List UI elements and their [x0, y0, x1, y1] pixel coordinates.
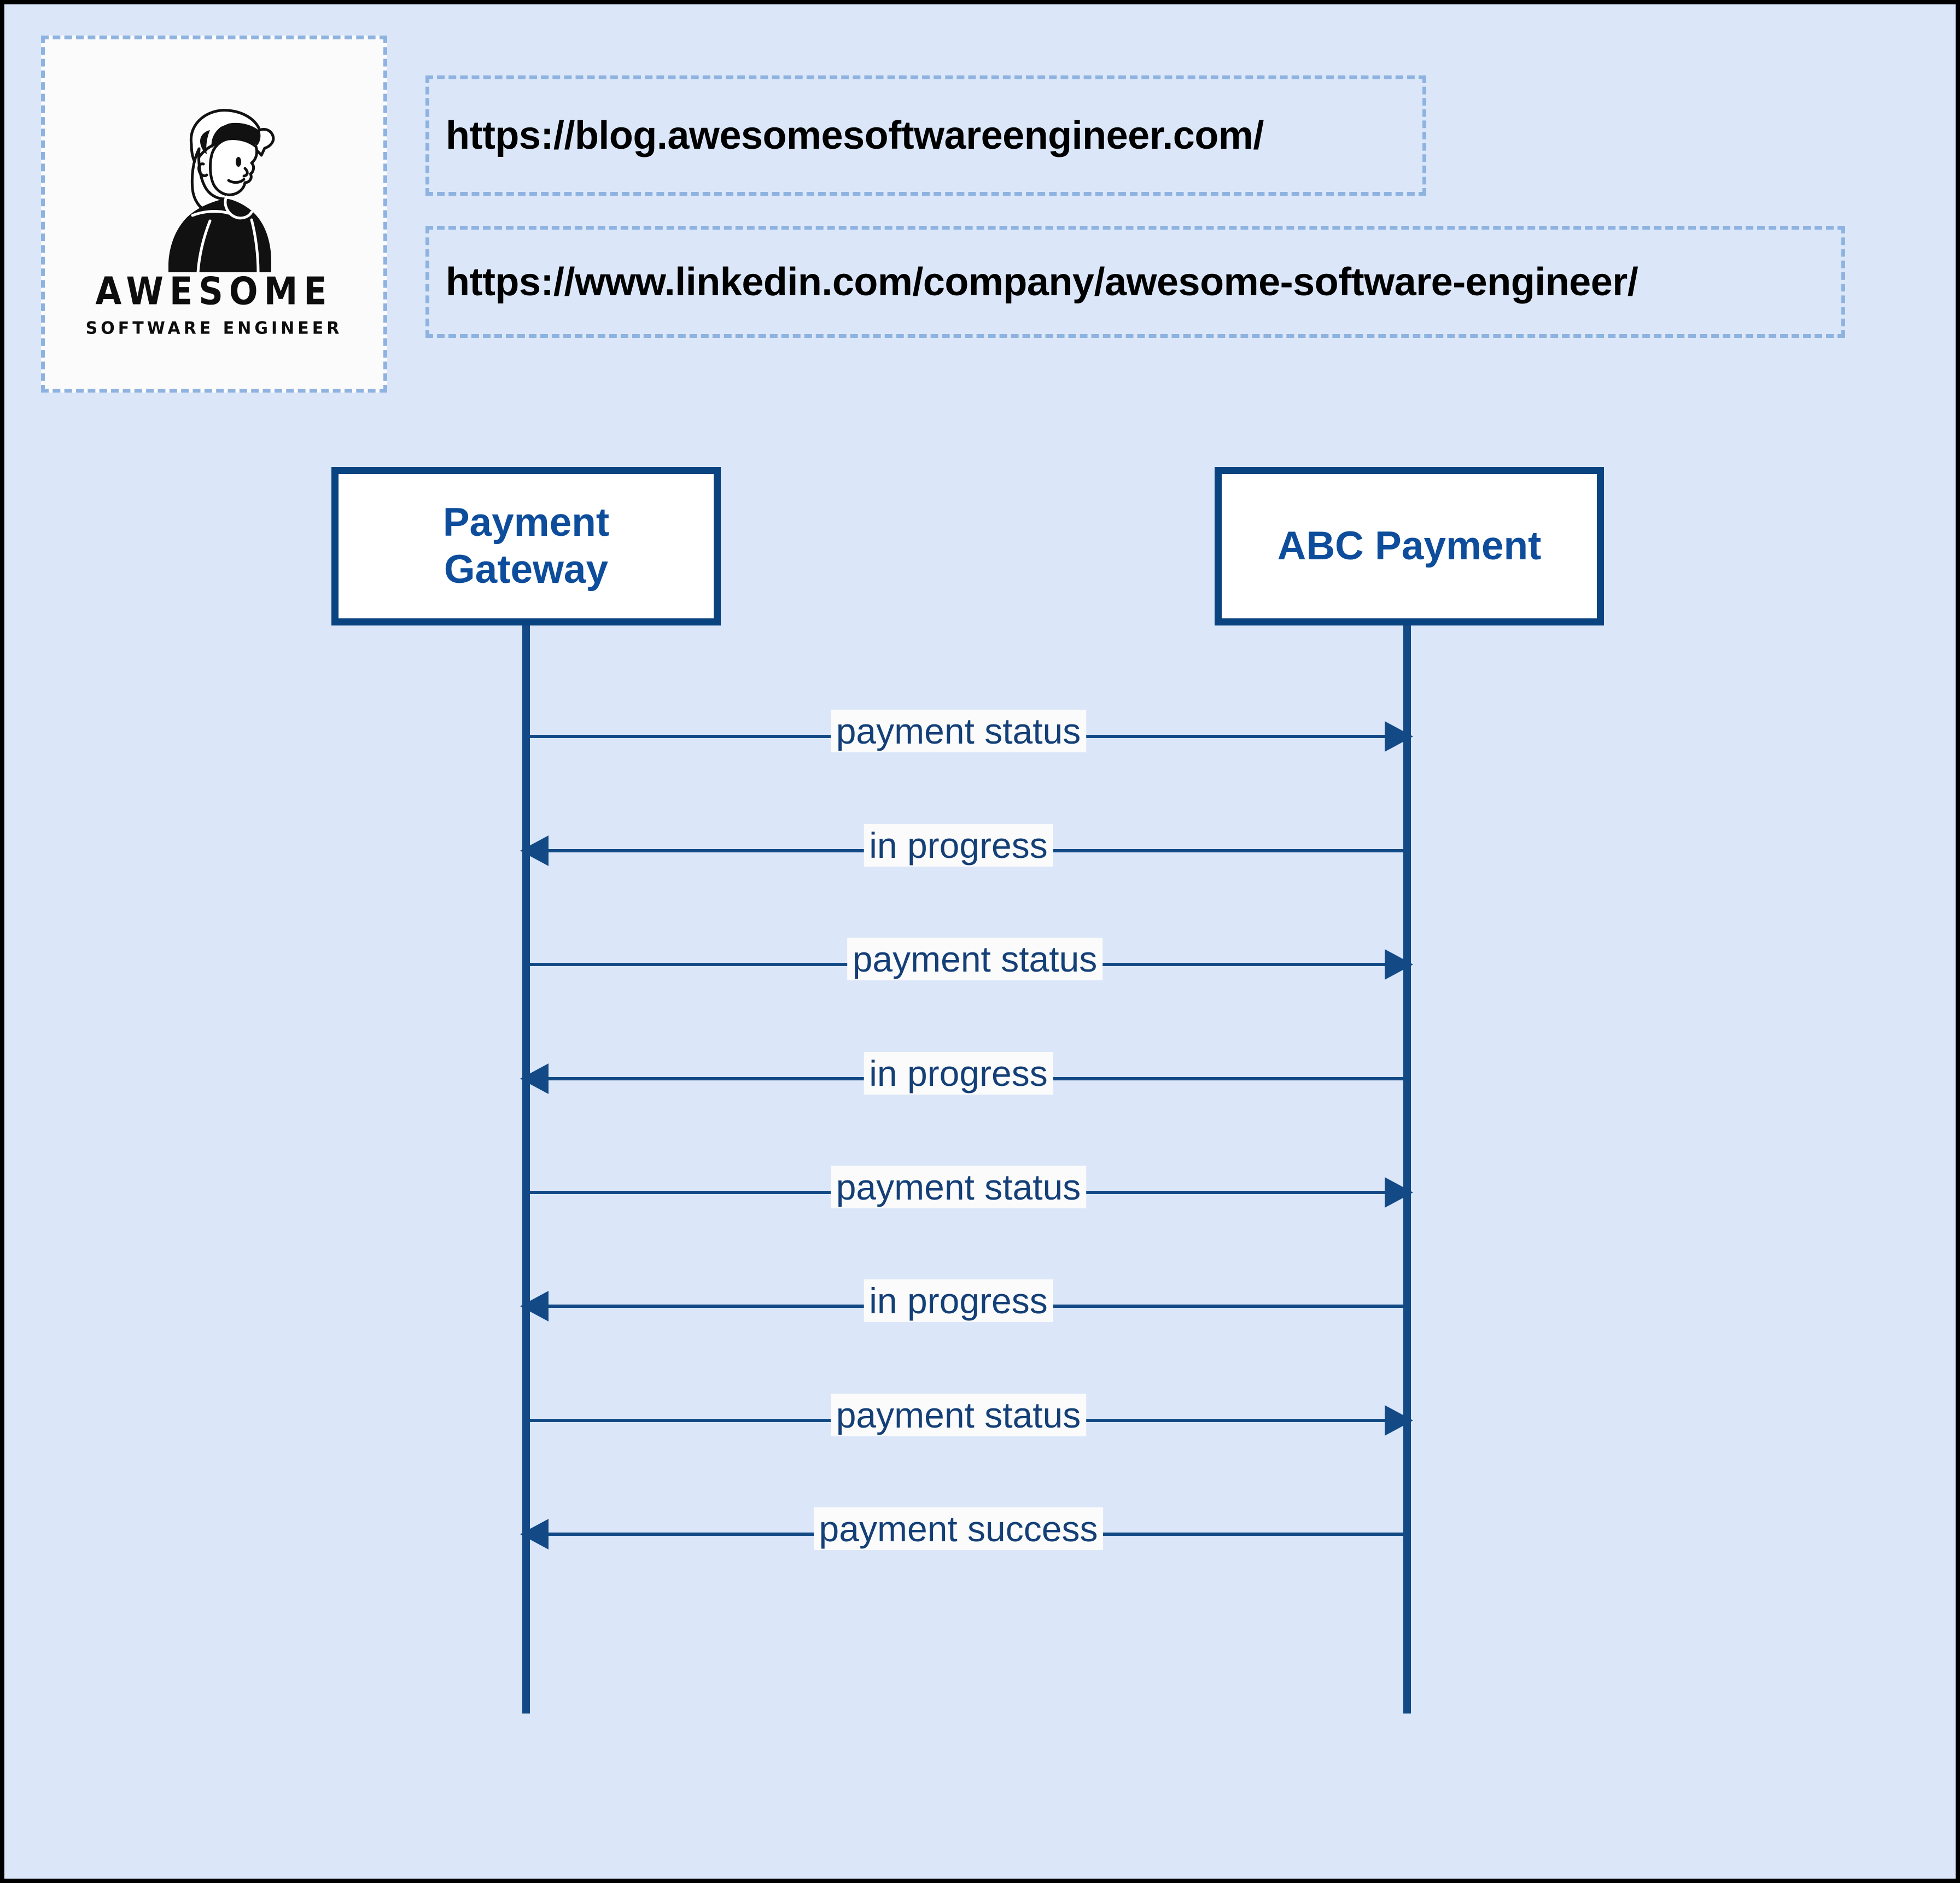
message-label-6: in progress: [864, 1279, 1053, 1322]
message-line: [522, 735, 1411, 738]
message-arrow-3: payment status: [522, 938, 1413, 980]
blog-url-box[interactable]: https://blog.awesomesoftwareengineer.com…: [425, 75, 1426, 196]
diagram-canvas: AWESOME SOFTWARE ENGINEER https://blog.a…: [4, 4, 1956, 1879]
arrow-head-right-icon: [1385, 1405, 1413, 1436]
brand-wordmark: AWESOME SOFTWARE ENGINEER: [85, 268, 343, 338]
message-line: [522, 963, 1411, 966]
participant-box-abc-payment[interactable]: ABC Payment: [1215, 467, 1604, 625]
message-arrow-7: payment status: [522, 1394, 1413, 1436]
message-line: [522, 849, 1411, 852]
lifeline-abc-payment: [1403, 625, 1411, 1714]
linkedin-url-text[interactable]: https://www.linkedin.com/company/awesome…: [446, 260, 1638, 304]
message-label-7: payment status: [830, 1394, 1087, 1436]
message-line: [522, 1305, 1411, 1308]
lifeline-payment-gateway: [522, 625, 530, 1714]
participant-label-abc-payment: ABC Payment: [1277, 523, 1542, 568]
blog-url-text[interactable]: https://blog.awesomesoftwareengineer.com…: [446, 114, 1264, 157]
arrow-head-left-icon: [520, 1291, 549, 1321]
arrow-head-right-icon: [1385, 721, 1413, 752]
message-label-1: payment status: [830, 710, 1087, 752]
message-arrow-2: in progress: [520, 824, 1411, 867]
message-label-3: payment status: [847, 938, 1103, 980]
wordmark-main-text: AWESOME: [95, 268, 333, 313]
message-arrow-5: payment status: [522, 1166, 1413, 1208]
message-line: [522, 1191, 1411, 1194]
linkedin-url-box[interactable]: https://www.linkedin.com/company/awesome…: [425, 226, 1845, 338]
wordmark-sub-text: SOFTWARE ENGINEER: [85, 318, 343, 338]
message-line: [522, 1533, 1411, 1536]
message-arrow-1: payment status: [522, 710, 1413, 752]
message-label-8: payment success: [813, 1507, 1104, 1550]
participant-label-payment-gateway: Payment Gateway: [442, 500, 610, 592]
message-label-5: payment status: [830, 1166, 1087, 1208]
message-label-4: in progress: [864, 1052, 1053, 1095]
arrow-head-left-icon: [520, 835, 549, 866]
arrow-head-left-icon: [520, 1063, 549, 1094]
message-line: [522, 1077, 1411, 1080]
message-arrow-6: in progress: [520, 1279, 1411, 1322]
illustrated-person-avatar-icon: [168, 108, 275, 272]
arrow-head-right-icon: [1385, 949, 1413, 980]
message-line: [522, 1419, 1411, 1422]
arrow-head-left-icon: [520, 1519, 549, 1549]
message-arrow-4: in progress: [520, 1052, 1411, 1095]
brand-logo-card: AWESOME SOFTWARE ENGINEER: [41, 36, 387, 393]
message-label-2: in progress: [864, 824, 1053, 867]
message-arrow-8: payment success: [520, 1507, 1411, 1550]
arrow-head-right-icon: [1385, 1177, 1413, 1208]
participant-box-payment-gateway[interactable]: Payment Gateway: [331, 467, 721, 625]
